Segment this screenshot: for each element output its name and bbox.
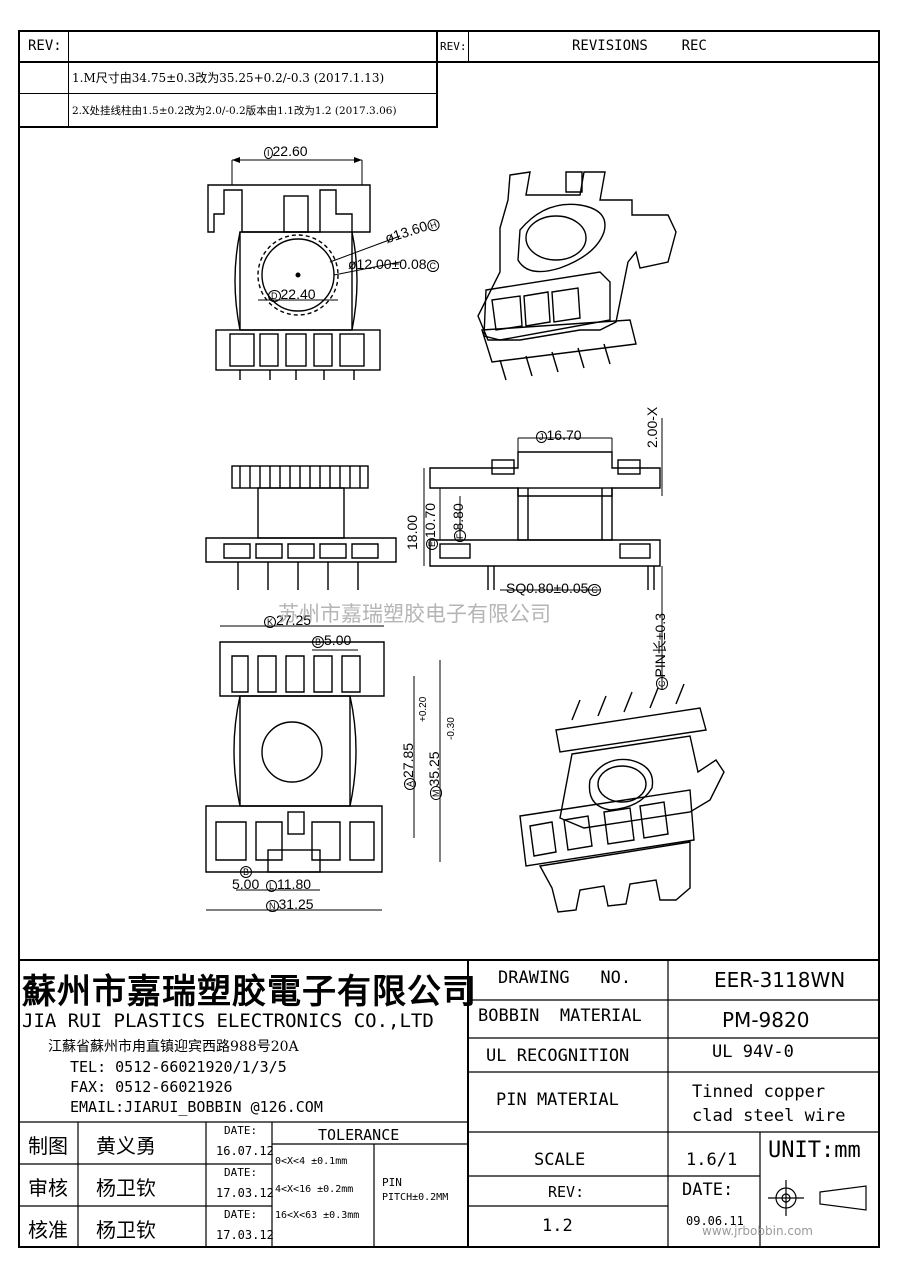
approval-name: 黄义勇 bbox=[96, 1134, 156, 1158]
iso-view-1 bbox=[477, 171, 677, 381]
dim-a: A27.85 bbox=[400, 743, 416, 790]
approval-date-label: DATE: bbox=[224, 1166, 258, 1179]
site-watermark: www.jrbobbin.com bbox=[702, 1224, 813, 1238]
approval-role: 制图 bbox=[28, 1134, 68, 1158]
unit: UNIT:mm bbox=[768, 1138, 861, 1163]
dim-e: E10.70 bbox=[422, 503, 438, 550]
tolerance-pin-pitch: PITCH±0.2MM bbox=[382, 1192, 449, 1203]
approval-date: 16.07.12 bbox=[216, 1144, 274, 1158]
bottom-view bbox=[205, 625, 441, 911]
date-label-tb: DATE: bbox=[682, 1180, 734, 1200]
tolerance-row: 16<X<63 ±0.3mm bbox=[275, 1210, 360, 1221]
dim-b2-letter: B bbox=[240, 862, 253, 878]
pin-material-2: clad steel wire bbox=[692, 1106, 846, 1126]
bobbin-label: BOBBIN MATERIAL bbox=[478, 1006, 642, 1026]
company-name-en: JIA RUI PLASTICS ELECTRONICS CO.,LTD bbox=[22, 1010, 434, 1032]
company-fax: FAX: 0512-66021926 bbox=[70, 1078, 233, 1096]
company-tel: TEL: 0512-66021920/1/3/5 bbox=[70, 1058, 287, 1076]
dim-pin: CPIN长±0.3 bbox=[650, 613, 670, 690]
front-view bbox=[423, 418, 663, 690]
scale-value: 1.6/1 bbox=[686, 1150, 738, 1170]
company-email: EMAIL:JIARUI_BOBBIN @126.COM bbox=[70, 1098, 323, 1116]
rev-label-tb: REV: bbox=[548, 1183, 585, 1201]
iso-view-2 bbox=[519, 683, 725, 913]
bobbin-material: PM-9820 bbox=[722, 1008, 810, 1032]
drawing-frame bbox=[18, 30, 880, 1248]
dim-tol-top: +0.20 bbox=[418, 696, 429, 722]
approval-date-label: DATE: bbox=[224, 1208, 258, 1221]
revisions-header: REVISIONS REC bbox=[572, 38, 707, 54]
approval-role: 核准 bbox=[28, 1218, 68, 1242]
dim-b2: 5.00 bbox=[232, 876, 260, 892]
title-block-grid bbox=[18, 959, 880, 1248]
approval-date: 17.03.12 bbox=[216, 1228, 274, 1242]
dim-f: F8.80 bbox=[450, 503, 466, 542]
ul-label: UL RECOGNITION bbox=[486, 1046, 630, 1066]
ul-value: UL 94V-0 bbox=[712, 1042, 794, 1062]
rev-label: REV: bbox=[28, 38, 62, 54]
revision-2: 2.X处挂线柱由1.5±0.2改为2.0/-0.2版本由1.1改为1.2 (20… bbox=[72, 105, 397, 117]
company-name-cn: 蘇州市嘉瑞塑胶電子有限公司 bbox=[22, 972, 477, 1012]
dim-m: M35.25 bbox=[426, 751, 442, 800]
tolerance-header: TOLERANCE bbox=[318, 1126, 400, 1144]
approval-date: 17.03.12 bbox=[216, 1186, 274, 1200]
tolerance-pin-label: PIN bbox=[382, 1176, 402, 1189]
date-value: 09.06.11 bbox=[686, 1214, 744, 1228]
dim-x: 2.00-X bbox=[644, 406, 660, 448]
rev-value: 1.2 bbox=[542, 1216, 573, 1236]
company-address: 江蘇省蘇州市甪直镇迎宾西路988号20A bbox=[48, 1039, 299, 1055]
revision-1: 1.M尺寸由34.75±0.3改为35.25+0.2/-0.3 (2017.1.… bbox=[72, 71, 385, 85]
pin-material-label: PIN MATERIAL bbox=[496, 1090, 619, 1110]
approval-name: 杨卫钦 bbox=[96, 1218, 156, 1242]
company-watermark: 苏州市嘉瑞塑胶电子有限公司 bbox=[278, 602, 551, 626]
approval-role: 审核 bbox=[28, 1176, 68, 1200]
scale-label: SCALE bbox=[534, 1150, 586, 1170]
drawing-no-label: DRAWING NO. bbox=[498, 968, 632, 988]
dim-g18: 18.00 bbox=[404, 514, 420, 550]
dim-tol-bot: -0.30 bbox=[446, 717, 457, 740]
approval-date-label: DATE: bbox=[224, 1124, 258, 1137]
tolerance-row: 0<X<4 ±0.1mm bbox=[275, 1156, 348, 1167]
side-view bbox=[205, 465, 397, 590]
rev-label-2: REV: bbox=[440, 40, 467, 53]
pin-material-1: Tinned copper bbox=[692, 1082, 826, 1102]
approval-name: 杨卫钦 bbox=[96, 1176, 156, 1200]
projection-symbol-icon bbox=[770, 1182, 870, 1214]
drawing-no: EER-3118WN bbox=[714, 968, 846, 992]
top-view bbox=[207, 157, 401, 380]
tolerance-row: 4<X<16 ±0.2mm bbox=[275, 1184, 354, 1195]
